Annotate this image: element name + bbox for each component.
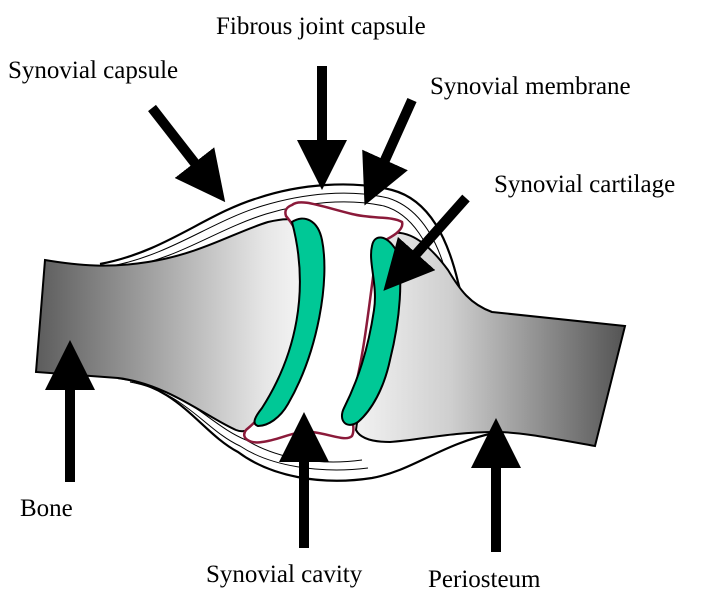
label-periosteum: Periosteum <box>428 567 541 592</box>
label-synovial-cavity: Synovial cavity <box>206 562 362 587</box>
arrow-synovial-membrane <box>376 100 412 180</box>
label-synovial-cartilage: Synovial cartilage <box>494 172 675 197</box>
label-synovial-membrane: Synovial membrane <box>430 74 631 99</box>
label-synovial-capsule: Synovial capsule <box>8 58 178 83</box>
label-bone: Bone <box>20 496 73 521</box>
arrow-synovial-capsule <box>152 108 208 180</box>
label-fibrous-joint-capsule: Fibrous joint capsule <box>216 14 426 39</box>
